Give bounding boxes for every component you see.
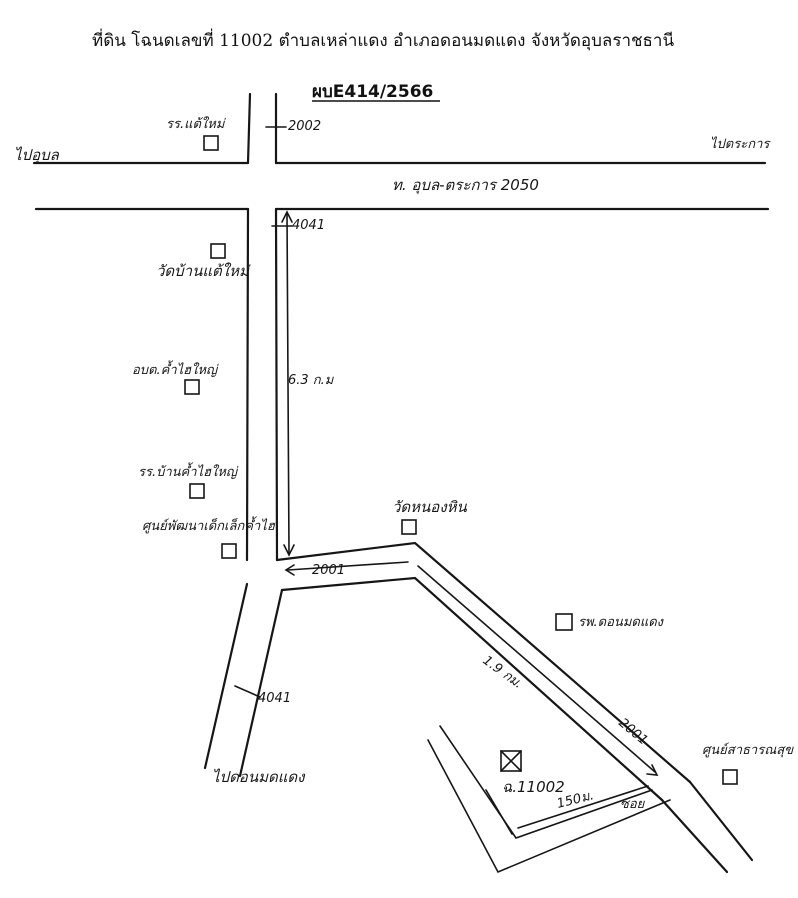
parcel-access-inner xyxy=(439,725,653,839)
temple-2-label: วัดหนองหิน xyxy=(392,498,468,516)
page-title: ที่ดิน โฉนดเลขที่ 11002 ตำบลเหล่าแดง อำเ… xyxy=(92,28,674,51)
school-2-label: รร.บ้านค้ำไฮใหญ่ xyxy=(138,462,239,480)
parcel-marker-cross-b xyxy=(500,750,522,772)
road-4041-left xyxy=(245,207,250,562)
school-top-label: รร.แต้ใหม่ xyxy=(166,116,226,132)
landmark-box-school-3 xyxy=(555,613,573,631)
sao-label: อบต.ค้ำไฮใหญ่ xyxy=(132,360,219,378)
shrine-label: ศูนย์พัฒนาเด็กเล็กค้ำไฮ xyxy=(142,516,276,534)
school-3-label: รพ.ดอนมดแดง xyxy=(578,615,665,630)
landmark-box-school-top xyxy=(203,135,219,151)
distance-arrow-6-3km-head-bottom xyxy=(283,544,295,557)
road-4041-bottom-label: 4041 xyxy=(258,691,291,706)
road-2001-upper xyxy=(275,541,692,784)
road-4041-right xyxy=(274,207,279,562)
road-2001-label-a: 2001 xyxy=(312,563,345,578)
distance-arrow-150m-b xyxy=(517,785,649,829)
coop-label: ศูนย์สาธารณสุข xyxy=(702,742,794,758)
distance-arrow-1-9km-head xyxy=(646,764,659,776)
parcel-access-outer xyxy=(427,739,671,874)
road-2001-lower xyxy=(280,576,664,802)
distance-road-label: ซอย xyxy=(620,797,646,812)
distance-arrow-2001-segment xyxy=(287,561,409,571)
distance-arrow-2001-head xyxy=(284,564,295,576)
distance-arrow-150m xyxy=(485,789,513,835)
landmark-box-shrine xyxy=(221,543,237,559)
road-4041-sw-right xyxy=(238,588,284,778)
road-2001-end-upper xyxy=(688,780,754,862)
temple-1-label: วัดบ้านแต้ใหม่ xyxy=(156,262,251,280)
distance-arrow-6-3km xyxy=(286,213,290,554)
landmark-box-temple-2 xyxy=(401,519,417,535)
landmark-box-temple-1 xyxy=(210,243,226,259)
distance-1-9km-label: 1.9 กม. xyxy=(480,653,526,692)
document-code: ผบE414/2566 xyxy=(312,82,433,102)
road-4041-sw-left xyxy=(203,582,249,770)
parcel-label: ฉ.11002 xyxy=(502,778,565,796)
highway-label: ท. อุบล-ตระการ 2050 xyxy=(392,176,539,194)
road-2001-end-lower xyxy=(660,798,729,874)
distance-6-3km-label: 6.3 ก.ม xyxy=(288,373,335,388)
landmark-box-school-2 xyxy=(189,483,205,499)
landmark-box-sao xyxy=(184,379,200,395)
road-4041-tick-bottom xyxy=(234,685,261,698)
to-trakan-label: ไปตระการ xyxy=(710,136,771,152)
to-ubon-label: ไปอุบล xyxy=(14,146,60,164)
distance-arrow-1-9km xyxy=(417,565,656,773)
landmark-box-coop xyxy=(722,769,738,785)
road-2002-label: 2002 xyxy=(288,119,321,134)
distance-arrow-6-3km-head-top xyxy=(281,210,293,223)
road-4041-top-label: 4041 xyxy=(292,218,325,233)
to-don-mot-daeng-label: ไปดอนมดแดง xyxy=(212,768,306,786)
road-2002-left xyxy=(246,92,252,165)
